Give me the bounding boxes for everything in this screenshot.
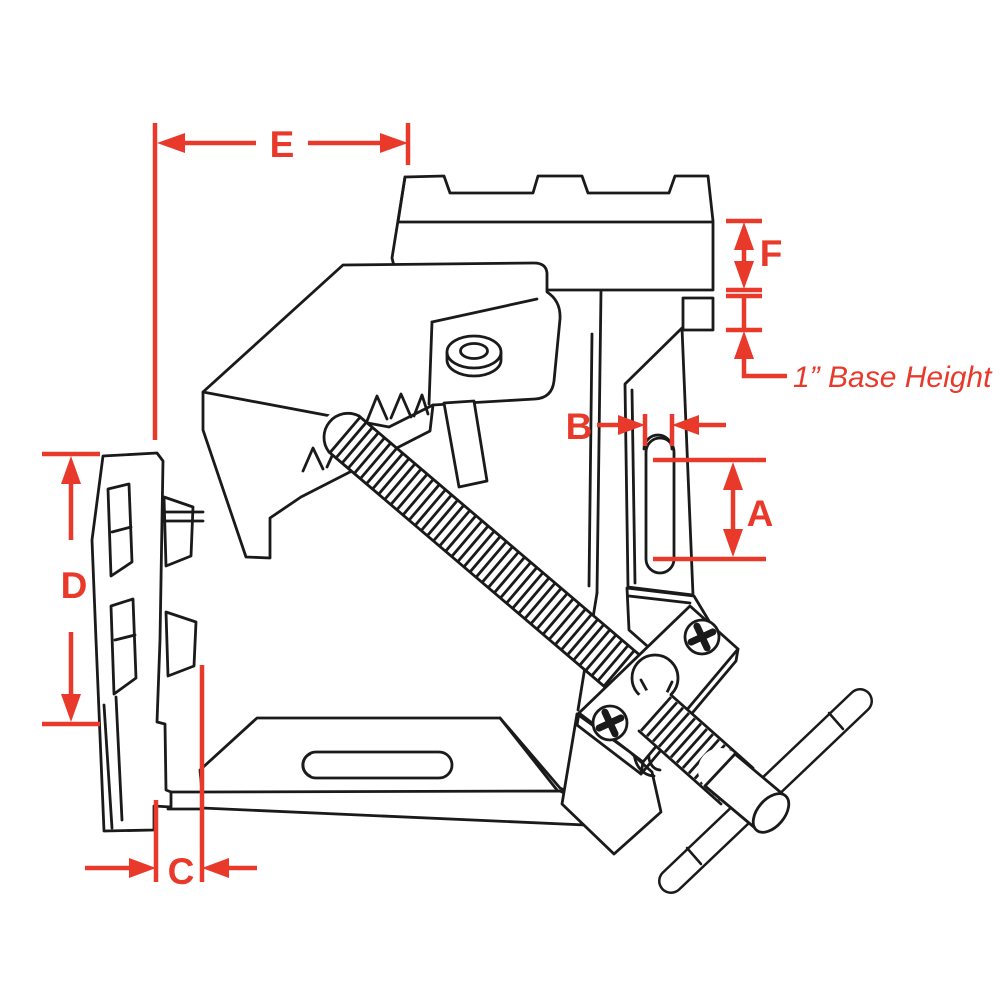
dim-label-e: E xyxy=(270,124,295,165)
dim-label-b: B xyxy=(566,406,593,447)
arrowhead-right-icon xyxy=(380,133,408,153)
dim-label-f: F xyxy=(760,233,783,274)
cylinder-end-cap xyxy=(751,792,791,834)
base-height-label: 1” Base Height xyxy=(793,361,993,394)
arrowhead-down-icon xyxy=(734,261,754,289)
dim-label-c: C xyxy=(168,851,195,892)
dim-label-a: A xyxy=(747,493,774,534)
phillips-screw-icon xyxy=(591,704,629,742)
left-jaw-plate xyxy=(90,451,205,833)
arrowhead-up-icon xyxy=(723,462,743,490)
screw-tip xyxy=(322,411,361,454)
dimension-f: F xyxy=(726,218,783,293)
dimension-c: C xyxy=(85,665,257,892)
clamp-drawing xyxy=(90,174,873,894)
serration-teeth xyxy=(102,482,198,830)
dimension-b: B xyxy=(566,406,726,447)
movable-jaw xyxy=(201,261,562,560)
mounting-slot-right xyxy=(644,436,676,575)
dimension-base-height: 1” Base Height xyxy=(726,293,993,394)
arrowhead-right-icon xyxy=(129,858,156,878)
arrowhead-up-icon xyxy=(734,222,754,250)
arrowhead-up-icon xyxy=(734,331,754,359)
jaw-leg xyxy=(442,399,489,489)
lead-screw-thread xyxy=(320,410,658,705)
dim-label-d: D xyxy=(61,565,88,606)
dimension-d: D xyxy=(42,451,100,727)
base-plate xyxy=(166,716,610,828)
leader-line xyxy=(741,359,787,379)
dimension-a: A xyxy=(653,457,774,562)
arrowhead-left-icon xyxy=(672,415,699,435)
dimension-e: E xyxy=(152,123,411,440)
arrowhead-down-icon xyxy=(723,529,743,557)
screw-cylinder xyxy=(698,748,792,834)
arrowhead-left-icon xyxy=(202,858,229,878)
arrowhead-up-icon xyxy=(61,456,81,484)
arrowhead-left-icon xyxy=(157,133,185,153)
washer-boss xyxy=(445,334,503,378)
dimension-annotations: E F 1” Base Height B xyxy=(42,123,993,892)
arrowhead-right-icon xyxy=(618,415,645,435)
phillips-screw-icon xyxy=(683,618,721,656)
arrowhead-down-icon xyxy=(61,694,81,722)
base-step-block xyxy=(681,296,715,332)
